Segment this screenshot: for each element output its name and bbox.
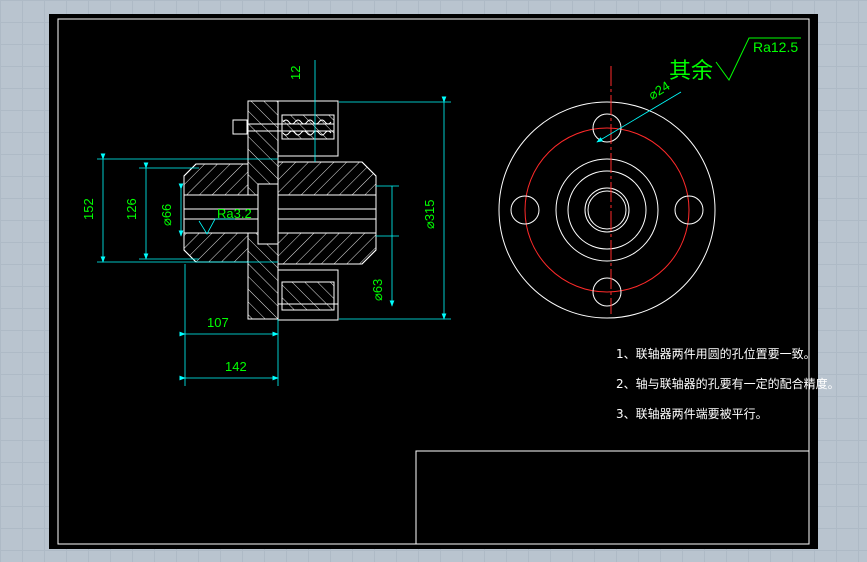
finish-value: Ra12.5 xyxy=(753,39,798,55)
note-3: 3、联轴器两件端要被平行。 xyxy=(616,406,768,421)
dim-107: 107 xyxy=(207,315,229,330)
dim-66: ⌀66 xyxy=(159,204,174,226)
dim-ra32: Ra3.2 xyxy=(217,206,252,221)
cad-drawing: 12 152 126 ⌀66 Ra3.2 ⌀315 ⌀63 107 142 ⌀2… xyxy=(57,18,840,545)
surface-finish-symbol: 其余 Ra12.5 xyxy=(669,37,801,84)
dim-126: 126 xyxy=(124,198,139,220)
inner-frame xyxy=(57,18,810,545)
front-view xyxy=(498,66,716,319)
section-view xyxy=(183,100,377,321)
dim-63: ⌀63 xyxy=(370,279,385,301)
title-block xyxy=(415,450,810,545)
side-dimensions xyxy=(97,60,451,386)
dim-keyway: 12 xyxy=(288,66,303,80)
side-dimension-labels: 12 152 126 ⌀66 Ra3.2 ⌀315 ⌀63 107 142 xyxy=(81,66,437,374)
dim-152: 152 xyxy=(81,198,96,220)
drawing-sheet: 12 152 126 ⌀66 Ra3.2 ⌀315 ⌀63 107 142 ⌀2… xyxy=(49,14,840,549)
finish-prefix: 其余 xyxy=(669,59,713,84)
dim-142: 142 xyxy=(225,359,247,374)
hole-leader xyxy=(596,91,682,143)
note-1: 1、联轴器两件用圆的孔位置要一致。 xyxy=(616,346,816,361)
note-2: 2、轴与联轴器的孔要有一定的配合精度。 xyxy=(616,376,840,391)
dim-315: ⌀315 xyxy=(422,199,437,229)
technical-notes: 1、联轴器两件用圆的孔位置要一致。 2、轴与联轴器的孔要有一定的配合精度。 3、… xyxy=(616,346,840,421)
